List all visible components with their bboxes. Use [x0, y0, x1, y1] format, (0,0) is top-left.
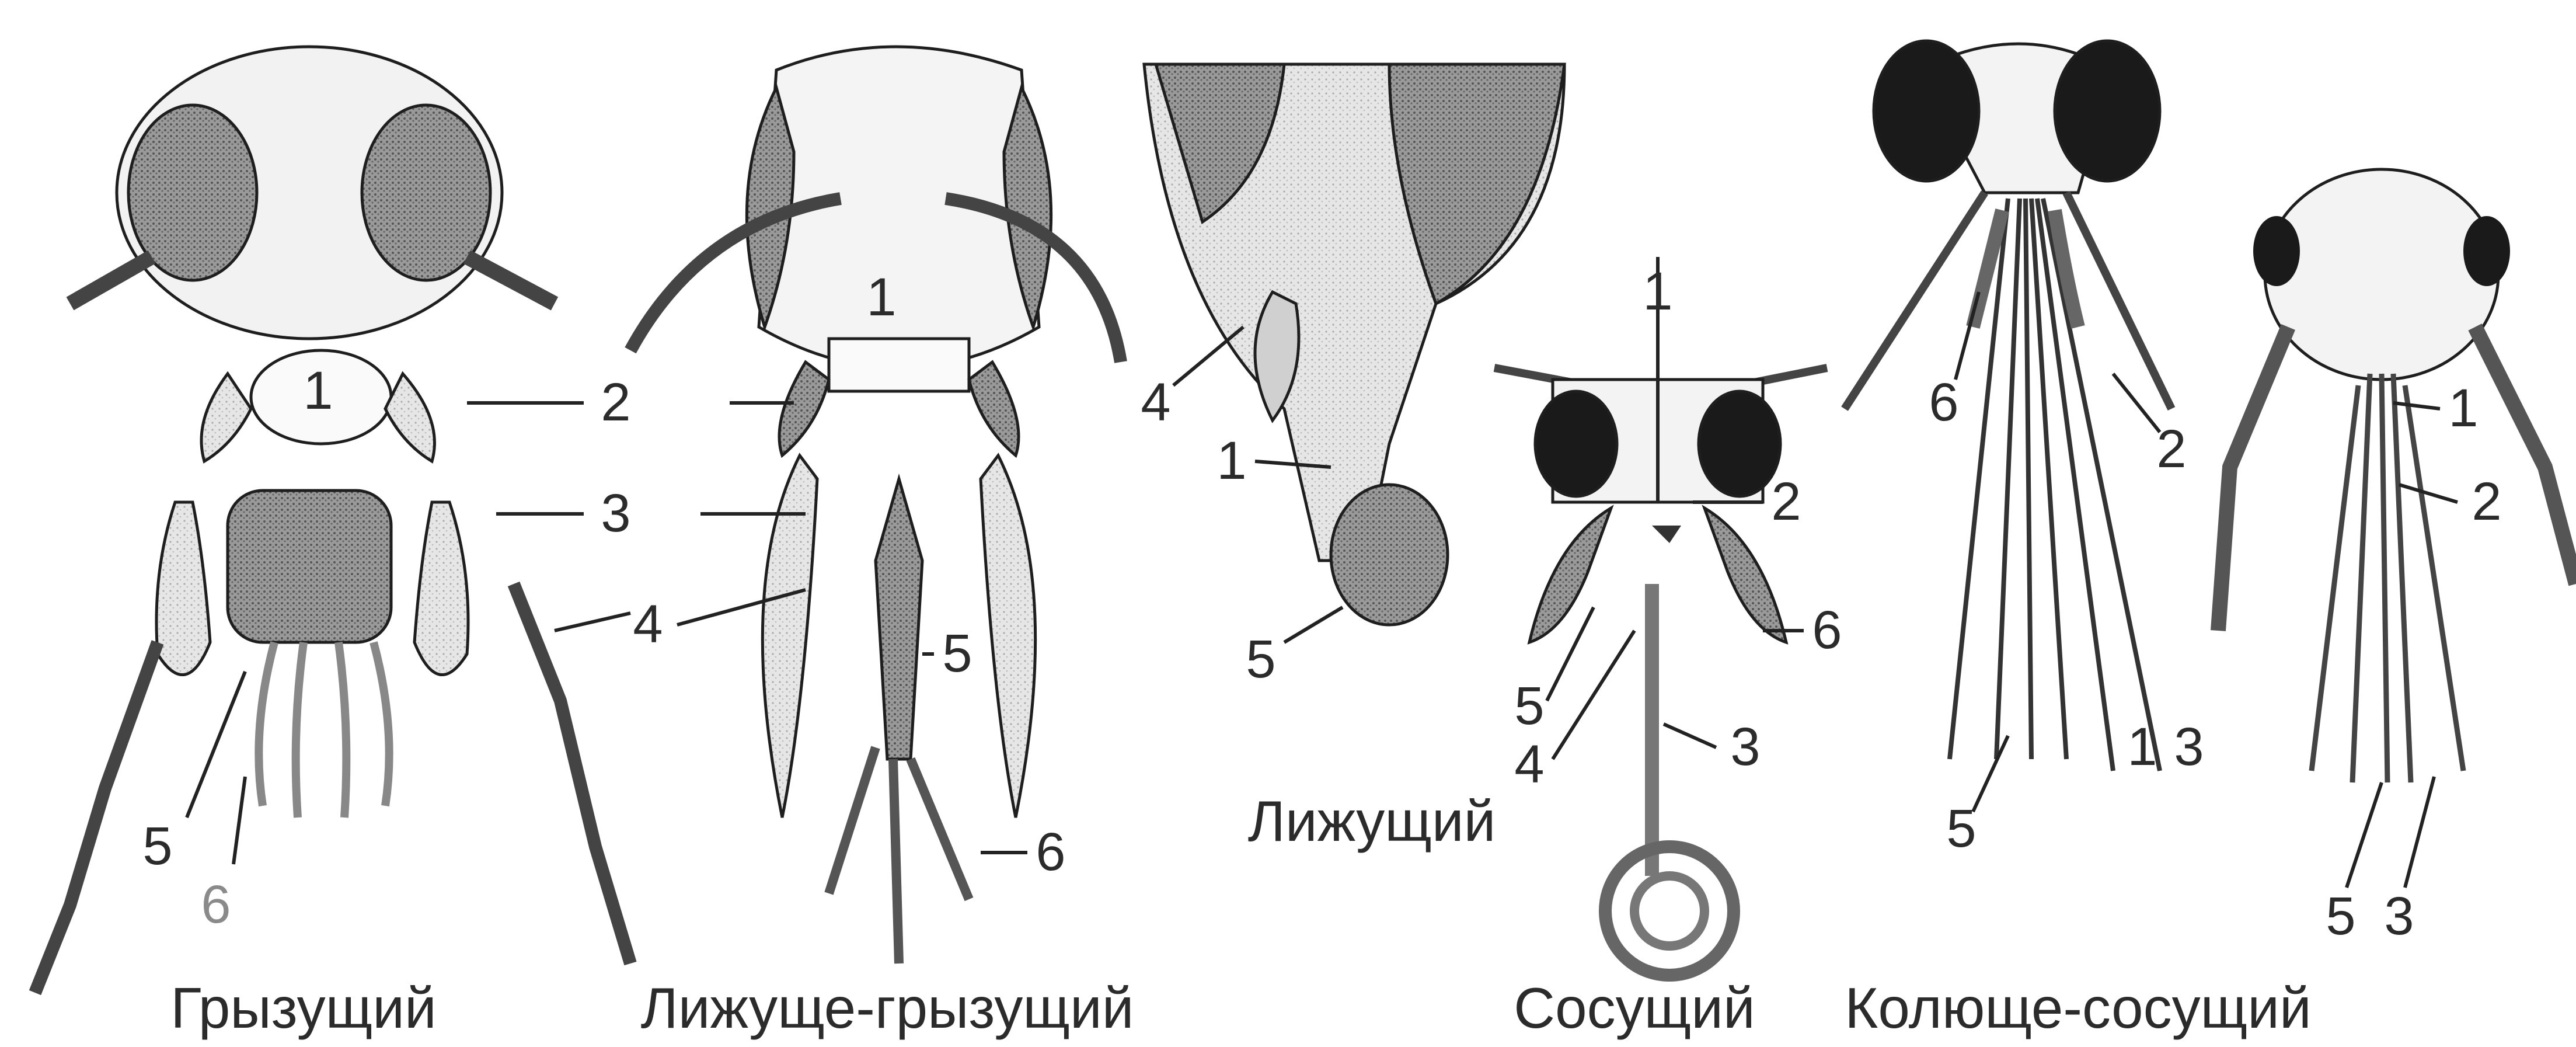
panel-six-label-5: 5 [2326, 886, 2355, 946]
caption-lapping-chewing: Лижуще-грызущий [640, 976, 1134, 1040]
panel-lapping: 4 1 5 Лижущий [1141, 64, 1564, 853]
sucking-label-6: 6 [1812, 600, 1842, 660]
panel-chewing: 1 2 3 4 5 6 Грызущий [35, 47, 663, 1040]
panel-six-head-drawing [2218, 169, 2576, 782]
sucking-label-1: 1 [1643, 262, 1672, 321]
caption-sucking: Сосущий [1514, 976, 1755, 1040]
panel-six-label-2: 2 [2472, 472, 2501, 531]
lapping-chewing-label-6: 6 [1036, 822, 1065, 882]
lapping-label-4: 4 [1141, 373, 1170, 432]
chewing-label-3: 3 [601, 484, 630, 543]
panel-lapping-chewing: 1 5 6 Лижуще-грызущий [630, 47, 1134, 1040]
chewing-head-drawing [35, 47, 630, 993]
sucking-label-2: 2 [1771, 472, 1801, 531]
chewing-label-6: 6 [201, 875, 231, 934]
lapping-chewing-label-5: 5 [942, 624, 972, 683]
sucking-head-drawing [1494, 368, 1827, 975]
lapping-chewing-label-1: 1 [866, 267, 896, 327]
piercing-sucking-label-3: 3 [2174, 717, 2204, 777]
chewing-label-2: 2 [601, 373, 630, 432]
panel-six: 1 2 5 3 [2218, 169, 2576, 946]
caption-piercing-sucking: Колюще-сосущий [1845, 976, 2312, 1040]
panel-six-label-1: 1 [2448, 378, 2478, 438]
caption-lapping: Лижущий [1248, 789, 1496, 853]
panel-six-label-3: 3 [2384, 886, 2414, 946]
caption-chewing: Грызущий [170, 976, 436, 1040]
chewing-label-4: 4 [633, 594, 663, 654]
sucking-label-4: 4 [1514, 735, 1544, 794]
lapping-label-1: 1 [1216, 431, 1246, 491]
chewing-label-1: 1 [303, 361, 333, 420]
lapping-label-5: 5 [1246, 629, 1275, 689]
piercing-sucking-label-1: 1 [2127, 717, 2157, 777]
piercing-sucking-label-5: 5 [1946, 799, 1976, 858]
sucking-label-5: 5 [1514, 676, 1544, 736]
piercing-sucking-label-6: 6 [1929, 373, 1958, 432]
panel-piercing-sucking: 6 2 5 1 3 Колюще-сосущий [1845, 41, 2312, 1040]
chewing-label-5: 5 [142, 816, 172, 876]
lapping-head-drawing [1144, 64, 1564, 625]
piercing-sucking-label-2: 2 [2156, 419, 2186, 479]
panel-sucking: 1 2 5 4 3 6 Сосущий [1494, 257, 1842, 1040]
sucking-label-3: 3 [1730, 717, 1760, 777]
piercing-sucking-head-drawing [1845, 41, 2171, 771]
